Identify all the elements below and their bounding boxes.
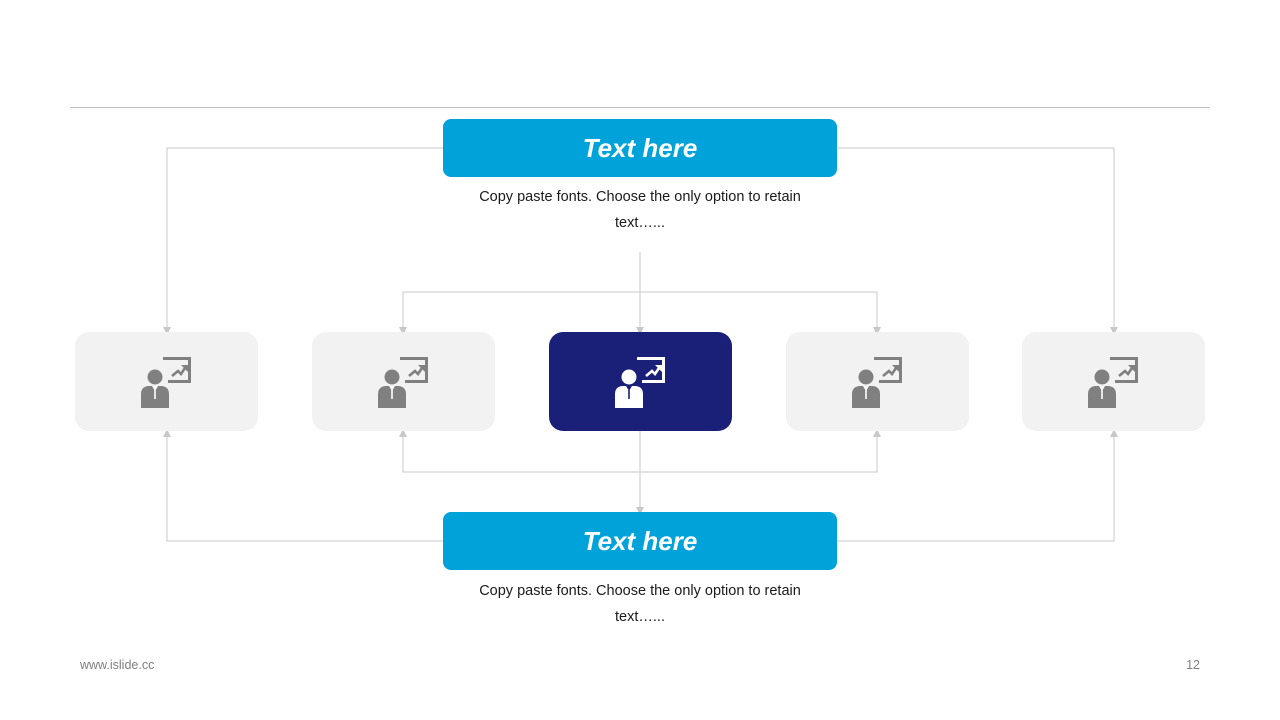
presenter-chart-icon — [140, 356, 191, 408]
connector-top-left-inner — [399, 291, 640, 335]
connector-top-right-outer — [837, 147, 1118, 335]
footer-url[interactable]: www.islide.cc — [80, 658, 155, 672]
bottom-description-line2: text…... — [615, 609, 665, 625]
header-divider — [70, 107, 1210, 108]
card-5 — [1022, 332, 1205, 431]
presenter-chart-icon — [1087, 356, 1138, 408]
presenter-chart-icon — [614, 356, 665, 408]
bottom-title: Text here — [582, 525, 698, 556]
top-description-line2: text…... — [615, 215, 665, 231]
connector-bottom-left-outer — [163, 429, 443, 542]
top-description: Copy paste fonts. Choose the only option… — [443, 184, 837, 236]
connector-top-left-outer — [163, 147, 443, 335]
presenter-chart-icon — [377, 356, 428, 408]
connector-bottom-left-inner — [399, 429, 640, 473]
card-1 — [75, 332, 258, 431]
card-4 — [786, 332, 969, 431]
card-3-active — [549, 332, 732, 431]
card-2 — [312, 332, 495, 431]
connector-top-right-inner — [640, 291, 881, 335]
top-title-box: Text here — [443, 119, 837, 177]
bottom-description-line1: Copy paste fonts. Choose the only option… — [479, 583, 801, 599]
bottom-title-box: Text here — [443, 512, 837, 570]
connector-bottom-right-inner — [640, 429, 881, 473]
top-description-line1: Copy paste fonts. Choose the only option… — [479, 189, 801, 205]
top-title: Text here — [582, 132, 698, 163]
bottom-description: Copy paste fonts. Choose the only option… — [443, 578, 837, 630]
page-number: 12 — [1186, 658, 1200, 672]
connector-bottom-right-outer — [837, 429, 1118, 542]
presenter-chart-icon — [851, 356, 902, 408]
